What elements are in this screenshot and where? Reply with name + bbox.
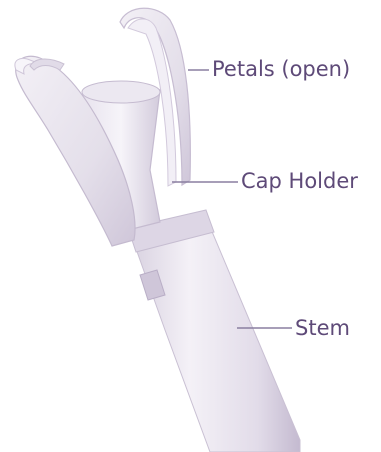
stem-shape xyxy=(130,215,300,452)
cap-holder-label: Cap Holder xyxy=(241,171,358,192)
petals-label: Petals (open) xyxy=(212,59,350,80)
cap-holder-rim xyxy=(82,81,160,103)
stem-label: Stem xyxy=(295,318,350,339)
